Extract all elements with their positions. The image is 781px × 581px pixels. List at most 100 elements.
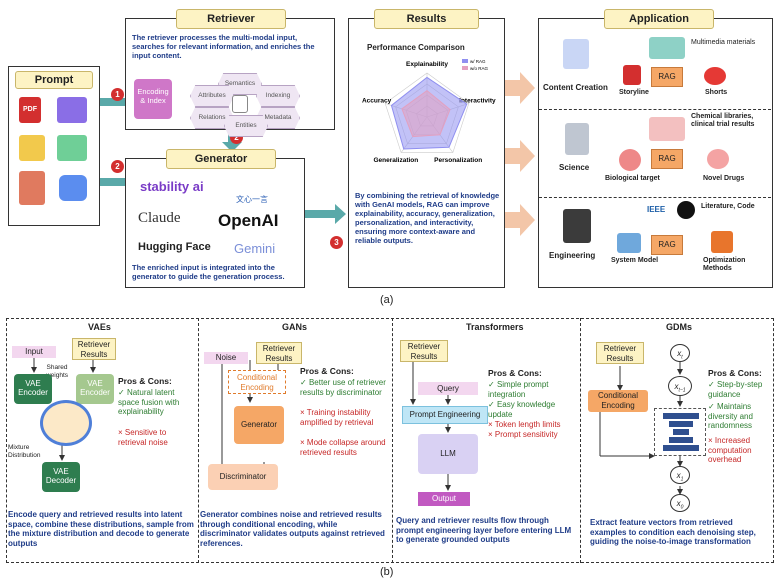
image-icon — [57, 135, 87, 161]
app-row-3-rag: RAG — [651, 235, 683, 255]
gans-noise: Noise — [204, 352, 248, 364]
gans-pc-title: Pros & Cons: — [300, 366, 354, 376]
application-title: Application — [604, 9, 714, 29]
tf-output: Output — [418, 492, 470, 506]
retriever-title: Retriever — [176, 9, 286, 29]
pdf-icon: PDF — [19, 97, 41, 123]
gdms-xt1-sub: t−1 — [678, 387, 686, 394]
gdms-pro-2: ✓ Maintains diversity and randomness — [708, 402, 753, 431]
system-model-icon — [617, 233, 641, 253]
tag-attributes: Attributes — [190, 85, 234, 107]
tf-prompt-engineering: Prompt Engineering — [402, 406, 488, 424]
generator-panel: Generator stability ai 文心一言 Claude OpenA… — [125, 149, 305, 288]
app-row-3-top: Literature, Code — [701, 203, 755, 210]
arrow-results-app-2 — [505, 140, 535, 172]
gans-pro-1-text: Better use of retriever results by discr… — [300, 378, 386, 397]
tf-llm: LLM — [418, 434, 478, 474]
gdms-xt1: xt−1 — [668, 376, 692, 396]
radar-legend-label: w/ RAG — [470, 59, 486, 64]
vaes-decoder: VAE Decoder — [42, 462, 80, 492]
media-icon — [649, 37, 685, 59]
gdms-x1-sub: 1 — [680, 476, 684, 483]
app-row-2-left: Biological target — [605, 175, 660, 182]
tf-pro-1: ✓ Simple prompt integration — [488, 380, 549, 399]
radar-axis-label: Explainability — [406, 61, 448, 68]
badge-1: 1 — [111, 88, 124, 101]
prompt-title: Prompt — [15, 71, 93, 89]
prompt-panel: Prompt PDF — [8, 66, 100, 226]
app-row-2-right: Novel Drugs — [703, 175, 745, 182]
tf-retriever: Retriever Results — [400, 340, 448, 362]
vaes-con-1-text: Sensitive to retrieval noise — [118, 428, 168, 447]
vaes-pc-title: Pros & Cons: — [118, 376, 172, 386]
gans-generator: Generator — [234, 406, 284, 444]
vaes-input: Input — [12, 346, 56, 358]
gdms-x0: x0 — [670, 494, 690, 512]
vaes-mixture: Mixture Distribution — [8, 444, 41, 459]
app-row-1-top: Multimedia materials — [691, 39, 756, 46]
gdms-xt-var: x — [677, 349, 682, 358]
denoise-layer — [673, 429, 689, 435]
part-b-frame — [6, 318, 774, 563]
gdms-xt1-var: x — [674, 382, 679, 391]
gdms-desc: Extract feature vectors from retrieved e… — [590, 518, 756, 547]
denoise-layer — [663, 413, 699, 419]
transformers-title: Transformers — [466, 322, 524, 332]
tf-con-1-text: Token length limits — [494, 420, 561, 429]
tf-con-1: × Token length limits — [488, 420, 561, 429]
gdms-cond: Conditional Encoding — [588, 390, 648, 412]
logo-claude: Claude — [138, 210, 181, 226]
pdf-label: PDF — [23, 106, 37, 113]
content-creator-icon — [563, 39, 589, 69]
gans-con-1-text: Training instability amplified by retrie… — [300, 408, 374, 427]
video-icon — [59, 175, 87, 201]
gdms-retriever: Retriever Results — [596, 342, 644, 364]
pill-icon — [707, 149, 729, 169]
gdms-x0-var: x — [676, 499, 681, 508]
part-b-divider-2 — [392, 318, 393, 563]
gans-pro-1: ✓ Better use of retriever results by dis… — [300, 378, 386, 397]
app-row-3-left: System Model — [611, 257, 659, 264]
gdms-pro-1-text: Step-by-step guidance — [708, 380, 763, 399]
vaes-title: VAEs — [88, 322, 111, 332]
results-panel: Results Performance Comparison Explainab… — [348, 9, 505, 288]
radar-title: Performance Comparison — [367, 43, 465, 52]
arrow-results-app-3 — [505, 204, 535, 236]
gans-con-2: × Mode collapse around retrieved results — [300, 438, 386, 457]
caption-a: (a) — [380, 294, 394, 306]
vaes-encoder-right: VAE Encoder — [76, 374, 114, 404]
app-row-2-rag: RAG — [651, 149, 683, 169]
logo-stability: stability ai — [140, 179, 204, 194]
radar-legend-label: w/o RAG — [470, 66, 489, 71]
vaes-retriever: Retriever Results — [72, 338, 116, 360]
retriever-panel: Retriever The retriever processes the mu… — [125, 9, 335, 137]
logo-openai: OpenAI — [218, 211, 279, 230]
tag-entities: Entities — [224, 115, 268, 137]
mixture-blob-icon — [40, 400, 92, 446]
gdms-con-1: × Increased computation overhead — [708, 436, 752, 465]
gdms-title: GDMs — [666, 322, 693, 332]
tf-desc: Query and retriever results flow through… — [396, 516, 572, 545]
logo-huggingface: Hugging Face — [138, 241, 211, 253]
tf-con-2: × Prompt sensitivity — [488, 430, 558, 439]
vaes-encoder-left: VAE Encoder — [14, 374, 52, 404]
gdms-pc-title: Pros & Cons: — [708, 368, 762, 378]
gdms-pro-2-text: Maintains diversity and randomness — [708, 402, 753, 431]
denoise-stack — [654, 408, 706, 456]
tag-indexing: Indexing — [256, 85, 300, 107]
radar-axis-label: Generalization — [373, 157, 418, 164]
gdms-xt: xt — [670, 344, 690, 362]
gans-desc: Generator combines noise and retrieved r… — [200, 510, 385, 548]
arrow-results-app-1 — [505, 72, 535, 104]
logo-wenxin: 文心一言 — [236, 195, 268, 204]
arrow-generator-results — [305, 204, 346, 224]
tag-metadata: Metadata — [256, 107, 300, 129]
radar-legend-swatch — [462, 59, 468, 63]
tf-pro-2-text: Easy knowledge update — [488, 400, 556, 419]
gans-discriminator: Discriminator — [208, 464, 278, 490]
tf-pro-2: ✓ Easy knowledge update — [488, 400, 556, 419]
results-title: Results — [374, 9, 479, 29]
part-b-divider-1 — [198, 318, 199, 563]
youtube-icon — [704, 67, 726, 85]
tf-pc-title: Pros & Cons: — [488, 368, 542, 378]
